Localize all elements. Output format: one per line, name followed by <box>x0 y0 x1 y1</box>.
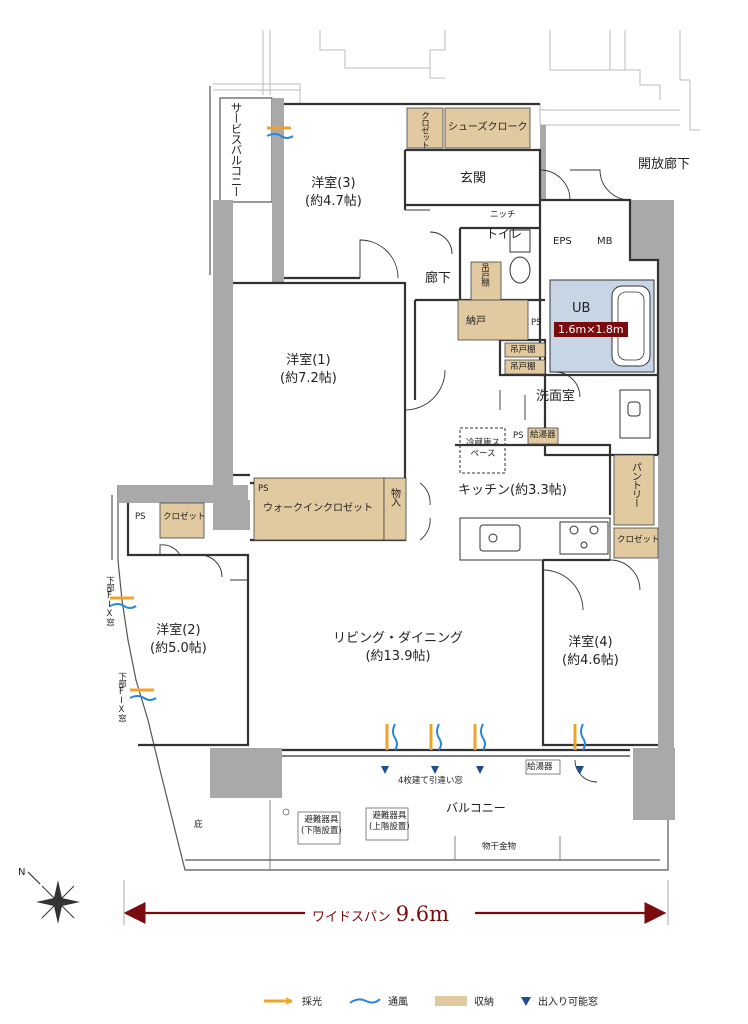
label-niche: ニッチ <box>490 210 516 220</box>
legend-daylight-label: 採光 <box>302 997 322 1008</box>
legend-door-window-label: 出入り可能窓 <box>538 997 598 1008</box>
storage-closet-a: クロゼット <box>419 111 430 149</box>
storage-pantry: パントリー <box>629 462 641 507</box>
room-western4-name: 洋室(4) <box>568 635 613 650</box>
compass-rose <box>27 871 80 924</box>
room-western1-name: 洋室(1) <box>286 353 331 368</box>
room-washroom: 洗面室 <box>536 389 576 404</box>
label-escape-hatch2: 避難器具 (上階設置) <box>369 811 410 833</box>
room-living: リビング・ダイニング (約13.9帖) <box>333 630 463 665</box>
room-western3-name: 洋室(3) <box>311 176 356 191</box>
storage-linen2: 吊戸棚 <box>510 345 536 355</box>
room-western3-size: (約4.7帖) <box>305 193 362 209</box>
light-wind-marker <box>129 688 157 701</box>
room-entrance: 玄関 <box>460 171 487 186</box>
fixtures <box>459 229 651 561</box>
room-living-size: (約13.9帖) <box>365 648 431 664</box>
light-wind-marker <box>109 596 137 609</box>
daylight-ventilation-markers <box>109 126 586 751</box>
label-outdoor-heater: 給湯器 <box>527 762 553 772</box>
room-western1: 洋室(1) (約7.2帖) <box>280 352 337 387</box>
light-wind-marker <box>385 723 398 751</box>
room-western1-size: (約7.2帖) <box>280 370 337 386</box>
room-western3: 洋室(3) (約4.7帖) <box>305 175 362 210</box>
label-fix-window1: 下部FIX窓 <box>104 576 115 626</box>
width-span-label-bg <box>305 900 475 926</box>
light-wind-marker <box>473 723 486 751</box>
storage-nando: 納戸 <box>466 316 486 327</box>
door-window-triangle <box>576 766 584 774</box>
room-living-name: リビング・ダイニング <box>333 631 464 646</box>
width-span-text: ワイドスパン <box>312 910 391 925</box>
label-mb: MB <box>597 236 613 247</box>
storage-closet-c: クロゼット <box>617 535 660 545</box>
storage-shoes-cloak: シューズクローク <box>448 122 528 133</box>
storage-blocks <box>159 107 659 559</box>
door-window-triangle <box>431 766 439 774</box>
room-balcony: バルコニー <box>446 801 506 815</box>
room-open-corridor: 開放廊下 <box>638 157 691 172</box>
daylight-swatch-icon <box>264 996 293 1005</box>
door-window-markers <box>381 766 584 774</box>
light-wind-marker <box>266 126 294 139</box>
room-western4: 洋室(4) (約4.6帖) <box>562 634 619 669</box>
label-sliding-window: 4枚建て引違い窓 <box>398 776 463 786</box>
label-ps1: PS <box>531 318 542 328</box>
balcony-details <box>269 759 561 870</box>
legend-ventilation-label: 通風 <box>388 997 408 1008</box>
label-ub: UB <box>572 301 591 316</box>
service-balcony-area <box>219 97 273 203</box>
storage-wash-shelf: 吊戸棚 <box>510 362 536 372</box>
door-window-triangle <box>476 766 484 774</box>
label-north: N <box>18 867 26 878</box>
ventilation-swatch-icon <box>349 997 381 1004</box>
label-eps: EPS <box>553 236 572 247</box>
label-fridge: 冷蔵庫スペース <box>465 438 500 460</box>
label-ub-size: 1.6m×1.8m <box>554 322 628 337</box>
light-wind-marker <box>429 723 442 751</box>
label-ps4: PS <box>135 512 146 522</box>
label-fix-window2: 下部FIX窓 <box>116 672 127 722</box>
storage-walkin: ウォークインクロゼット <box>263 503 373 514</box>
storage-water-heater: 給湯器 <box>530 430 556 440</box>
legend-storage-label: 収納 <box>474 997 494 1008</box>
label-eave: 庇 <box>194 820 203 830</box>
label-escape-hatch1: 避難器具 (下階設置) <box>301 815 342 837</box>
door-swings <box>159 169 641 783</box>
legend-item-ventilation: 通風 <box>348 993 408 1008</box>
room-western2-size: (約5.0帖) <box>150 640 207 656</box>
legend-item-door-window: 出入り可能窓 <box>520 993 598 1008</box>
structural-walls <box>118 98 675 820</box>
storage-linen: 吊戸棚 <box>479 263 490 286</box>
legend-item-storage: 収納 <box>434 993 494 1008</box>
storage-closet-b: クロゼット <box>163 512 206 522</box>
light-wind-marker <box>573 723 586 751</box>
room-service-balcony: サービスバルコニー <box>229 102 244 197</box>
legend-item-daylight: 採光 <box>262 993 322 1008</box>
storage-swatch-icon <box>435 995 467 1006</box>
width-span-label: ワイドスパン 9.6m <box>312 900 449 928</box>
room-western4-size: (約4.6帖) <box>562 652 619 668</box>
outer-outline <box>111 86 669 871</box>
label-ps2: PS <box>513 431 524 441</box>
room-toilet: トイレ <box>486 227 523 241</box>
door-window-triangle <box>381 766 389 774</box>
room-corridor: 廊下 <box>425 271 452 286</box>
storage-monoire: 物入 <box>388 488 400 506</box>
room-kitchen: キッチン(約3.3帖) <box>458 483 567 498</box>
living-windows <box>282 749 630 757</box>
room-western2-name: 洋室(2) <box>156 623 201 638</box>
room-western2: 洋室(2) (約5.0帖) <box>150 622 207 657</box>
legend: 採光 通風 収納 出入り可能窓 <box>262 993 598 1008</box>
label-ps3: PS <box>258 484 269 494</box>
label-laundry-pole: 物干金物 <box>482 842 517 852</box>
width-span-value: 9.6m <box>395 902 450 926</box>
door-window-swatch-icon <box>521 996 531 1006</box>
